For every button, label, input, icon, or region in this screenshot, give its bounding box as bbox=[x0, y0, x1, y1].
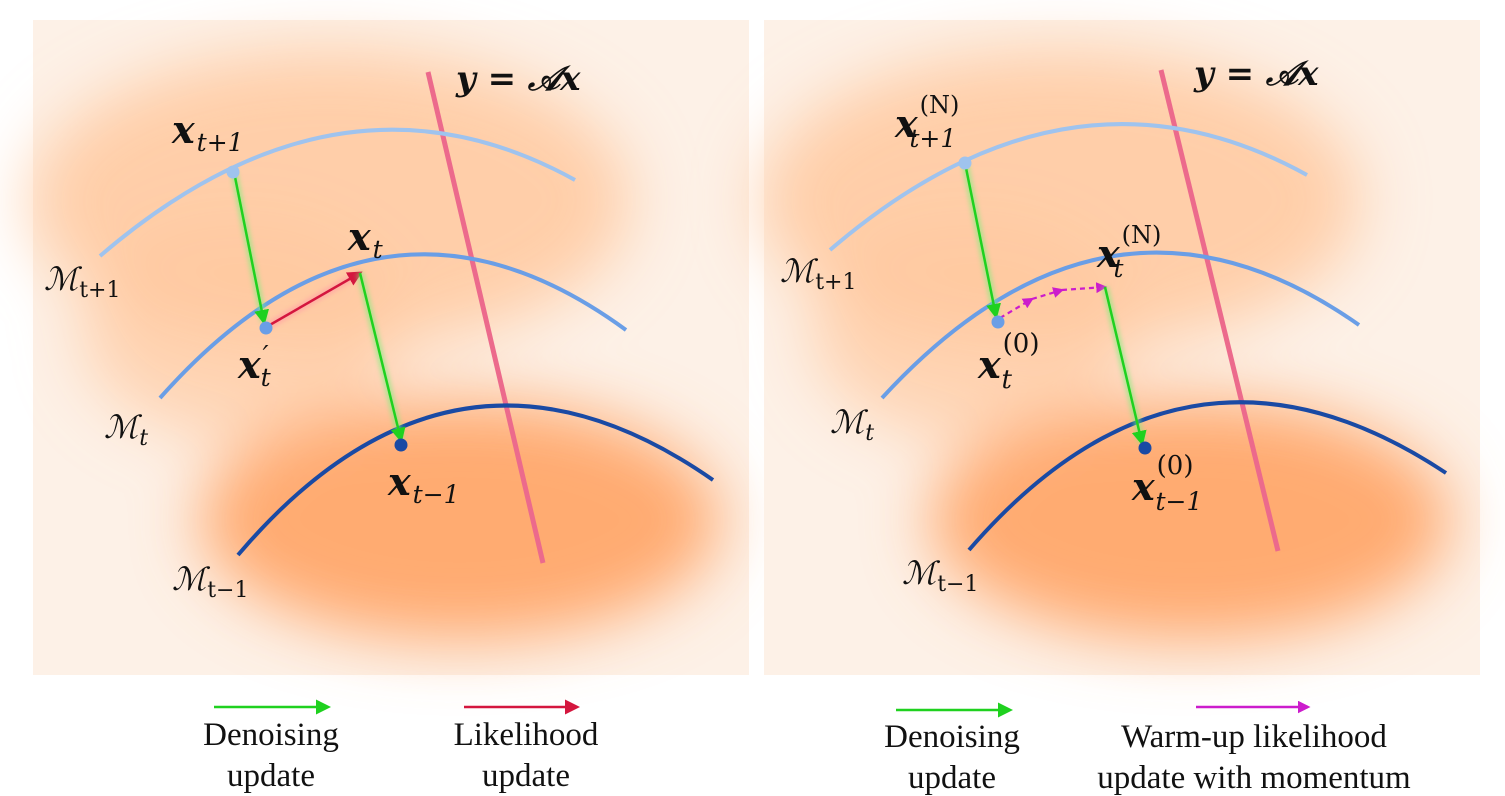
left-label-x-t-minus-1: xt−1 bbox=[387, 459, 460, 509]
right-manifold-label-t-plus-1: ℳt+1 bbox=[780, 252, 857, 295]
right-manifold-label-t-minus-1: ℳt−1 bbox=[902, 554, 979, 597]
left-label-x-t-prime: x′t bbox=[237, 341, 272, 392]
legend-right-warmup: Warm-up likelihood update with momentum bbox=[1097, 700, 1411, 796]
legend-right-denoising-line1: Denoising bbox=[884, 719, 1020, 755]
left-point-x-t-minus-1 bbox=[394, 438, 408, 452]
left-panel: y = 𝒜x xt+1 xt x′t xt−1 ℳt+1 ℳt ℳt−1 bbox=[30, 20, 749, 675]
left-denoising-arrow-1 bbox=[230, 171, 270, 325]
left-manifold-label-t-minus-1: ℳt−1 bbox=[172, 560, 249, 603]
left-manifold-label-t: ℳt bbox=[104, 408, 148, 451]
legend-left-likelihood: Likelihood update bbox=[454, 699, 599, 794]
right-constraint-line bbox=[1158, 69, 1281, 552]
right-manifold-t-minus-1 bbox=[967, 400, 1448, 552]
right-warmup-arrows bbox=[999, 282, 1108, 319]
right-point-x-t-minus-1-0 bbox=[1138, 441, 1152, 455]
right-denoising-arrow-2 bbox=[1101, 286, 1147, 446]
right-manifold-t bbox=[880, 250, 1361, 400]
right-point-x-t-plus-1-N bbox=[958, 156, 972, 170]
left-label-x-t-plus-1: xt+1 bbox=[171, 107, 244, 157]
left-point-x-t-plus-1 bbox=[226, 165, 240, 179]
legend: Denoising update Likelihood update Denoi… bbox=[203, 699, 1411, 796]
legend-left-denoising: Denoising update bbox=[203, 699, 339, 794]
right-manifold-label-t: ℳt bbox=[830, 403, 874, 446]
legend-left-denoising-line2: update bbox=[227, 758, 315, 794]
right-label-x-t-plus-1-N: x(N)t+1 bbox=[894, 91, 959, 153]
legend-right-denoising: Denoising update bbox=[884, 702, 1020, 796]
left-manifold-t-plus-1 bbox=[98, 127, 576, 258]
right-point-x-t-0 bbox=[991, 315, 1005, 329]
left-denoising-arrow-2 bbox=[356, 272, 406, 443]
right-constraint-label: y = 𝒜x bbox=[1193, 54, 1319, 94]
left-manifold-t bbox=[158, 252, 628, 400]
left-manifold-t-minus-1 bbox=[236, 403, 715, 557]
legend-left-likelihood-line2: update bbox=[482, 758, 570, 794]
legend-right-warmup-line1: Warm-up likelihood bbox=[1121, 719, 1387, 755]
legend-right-warmup-line2: update with momentum bbox=[1097, 760, 1411, 796]
left-point-x-t-prime bbox=[259, 321, 273, 335]
right-panel: y = 𝒜x x(N)t+1 x(N)t x(0)t x(0)t−1 ℳt+1 … bbox=[760, 20, 1480, 675]
right-density-blobs bbox=[760, 50, 1450, 640]
legend-left-likelihood-line1: Likelihood bbox=[454, 717, 599, 753]
right-label-x-t-0: x(0)t bbox=[977, 329, 1040, 395]
left-label-x-t: xt bbox=[347, 214, 384, 264]
right-denoising-arrow-1 bbox=[961, 162, 1001, 319]
left-likelihood-arrow bbox=[266, 269, 363, 330]
right-label-x-t-minus-1-0: x(0)t−1 bbox=[1131, 451, 1202, 516]
right-manifold-t-plus-1 bbox=[828, 122, 1308, 252]
legend-right-denoising-line2: update bbox=[908, 760, 996, 796]
left-density-blobs bbox=[30, 50, 720, 640]
right-label-x-t-N: x(N)t bbox=[1096, 221, 1161, 283]
left-constraint-line bbox=[425, 71, 546, 564]
left-constraint-label: y = 𝒜x bbox=[455, 59, 581, 99]
legend-left-denoising-line1: Denoising bbox=[203, 717, 339, 753]
left-manifold-label-t-plus-1: ℳt+1 bbox=[44, 260, 121, 303]
